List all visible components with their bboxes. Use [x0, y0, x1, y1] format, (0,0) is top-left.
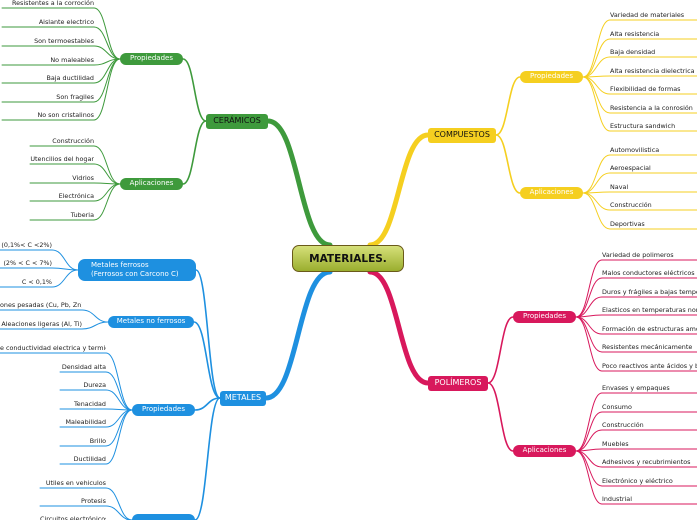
compuestos-aplicacion-item[interactable]: Deportivas: [610, 220, 645, 228]
branch-compuestos[interactable]: COMPUESTOS: [428, 128, 496, 143]
branch-metales[interactable]: METALES: [220, 391, 266, 406]
ceramicos-propiedad-item[interactable]: Son fragiles: [56, 93, 94, 101]
polimeros-propiedad-item[interactable]: Poco reactivos ante ácidos y ba: [602, 362, 697, 370]
metales-propiedad-item[interactable]: e conductividad electrica y termica: [0, 344, 106, 352]
metales-propiedad-item[interactable]: Tenacidad: [73, 400, 106, 408]
polimeros-aplicacion-item[interactable]: Consumo: [602, 403, 632, 411]
compuestos-aplicacion-item[interactable]: Naval: [610, 183, 629, 191]
polimeros-propiedad-item[interactable]: Variedad de polimeros: [602, 251, 674, 259]
ceramicos-aplicaciones-node[interactable]: Aplicaciones: [120, 178, 183, 190]
polimeros-propiedades-node[interactable]: Propiedades: [513, 311, 576, 323]
polimeros-propiedad-item[interactable]: Formación de estructuras amor: [602, 325, 697, 333]
center-node[interactable]: MATERIALES.: [292, 245, 404, 272]
polimeros-propiedad-item[interactable]: Duros y frágiles a bajas tempe: [602, 288, 697, 296]
metales-noferroso-item[interactable]: ones pesadas (Cu, Pb, Zn): [0, 301, 82, 309]
compuestos-propiedad-item[interactable]: Estructura sandwich: [610, 122, 676, 130]
ceramicos-aplicacion-item[interactable]: Utencilios del hogar: [30, 155, 94, 163]
compuestos-propiedad-item[interactable]: Resistencia a la conrosión: [610, 104, 693, 112]
branch-polimeros[interactable]: POLÍMEROS: [428, 376, 488, 391]
polimeros-propiedad-item[interactable]: Resistentes mecánicamente: [602, 343, 693, 351]
polimeros-propiedad-item[interactable]: Elasticos en temperaturas norr: [602, 306, 697, 314]
ceramicos-propiedades-node[interactable]: Propiedades: [120, 53, 183, 65]
polimeros-aplicacion-item[interactable]: Envases y empaques: [602, 384, 670, 392]
compuestos-propiedad-item[interactable]: Alta resistencia: [610, 30, 660, 38]
ceramicos-propiedad-item[interactable]: No son cristalinos: [37, 111, 94, 119]
compuestos-aplicacion-item[interactable]: Automovilistica: [610, 146, 660, 154]
ceramicos-aplicacion-item[interactable]: Construcción: [52, 137, 94, 145]
ceramicos-propiedad-item[interactable]: No maleables: [50, 56, 94, 64]
metales-aplicacion-item[interactable]: Circuitos electrónicos: [40, 515, 106, 520]
polimeros-aplicaciones-node[interactable]: Aplicaciones: [513, 445, 576, 457]
polimeros-propiedad-item[interactable]: Malos conductores eléctricos: [602, 269, 695, 277]
ceramicos-propiedad-item[interactable]: Resistentes a la corroción: [11, 0, 94, 7]
metales-propiedad-item[interactable]: Densidad alta: [61, 363, 106, 371]
metales-noferroso-item[interactable]: Aleaciones ligeras (Al, Ti): [1, 320, 82, 328]
polimeros-aplicacion-item[interactable]: Industrial: [602, 495, 632, 503]
ceramicos-aplicacion-item[interactable]: Vidrios: [72, 174, 94, 182]
polimeros-aplicacion-item[interactable]: Muebles: [602, 440, 629, 448]
metales-ferroso-item[interactable]: (2% < C < 7%): [3, 259, 52, 267]
compuestos-aplicacion-item[interactable]: Construcción: [610, 201, 652, 209]
metales-ferroso-item[interactable]: (0,1%< C <2%): [1, 241, 52, 249]
compuestos-propiedad-item[interactable]: Variedad de materiales: [610, 11, 685, 19]
ceramicos-propiedad-item[interactable]: Son termoestables: [34, 37, 94, 45]
metales-aplicacion-item[interactable]: Protesis: [80, 497, 106, 505]
metales-aplicacion-item[interactable]: Utiles en vehiculos: [45, 479, 106, 487]
metales-noferrosos-node[interactable]: Metales no ferrosos: [108, 316, 194, 328]
metales-propiedad-item[interactable]: Dureza: [83, 381, 106, 389]
ceramicos-propiedad-item[interactable]: Aislante electrico: [38, 18, 94, 26]
compuestos-propiedad-item[interactable]: Flexibilidad de formas: [610, 85, 681, 93]
metales-propiedades-node[interactable]: Propiedades: [132, 404, 195, 416]
ceramicos-aplicacion-item[interactable]: Electrónica: [58, 192, 94, 200]
metales-ferroso-item[interactable]: C < 0,1%: [21, 278, 52, 286]
compuestos-propiedades-node[interactable]: Propiedades: [520, 71, 583, 83]
ceramicos-propiedad-item[interactable]: Baja ductilidad: [46, 74, 94, 82]
polimeros-aplicacion-item[interactable]: Adhesivos y recubrimientos: [602, 458, 691, 466]
compuestos-propiedad-item[interactable]: Alta resistencia dielectrica: [610, 67, 695, 75]
metales-propiedad-item[interactable]: Ductilidad: [73, 455, 106, 463]
compuestos-propiedad-item[interactable]: Baja densidad: [610, 48, 656, 56]
metales-aplicaciones-node[interactable]: [132, 514, 195, 520]
compuestos-aplicaciones-node[interactable]: Aplicaciones: [520, 187, 583, 199]
polimeros-aplicacion-item[interactable]: Construcción: [602, 421, 644, 429]
metales-ferrosos-node[interactable]: Metales ferrosos (Ferrosos con Carcono C…: [78, 259, 196, 281]
metales-propiedad-item[interactable]: Maleabilidad: [65, 418, 106, 426]
metales-propiedad-item[interactable]: Brillo: [89, 437, 106, 445]
branch-ceramicos[interactable]: CERÁMICOS: [206, 114, 268, 129]
polimeros-aplicacion-item[interactable]: Electrónico y eléctrico: [602, 477, 673, 485]
ceramicos-aplicacion-item[interactable]: Tuberia: [70, 211, 94, 219]
compuestos-aplicacion-item[interactable]: Aeroespacial: [610, 164, 651, 172]
